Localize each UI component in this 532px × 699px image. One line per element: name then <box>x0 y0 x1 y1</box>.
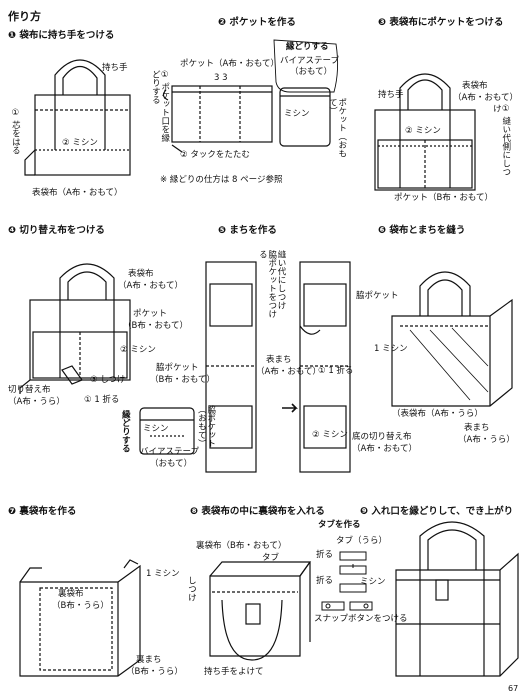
s8-lining-label: 裏袋布（B布・おもて） <box>196 541 287 551</box>
step-1-title: ❶ 袋布に持ち手をつける <box>8 30 115 41</box>
s2-pocket-label: ポケット（A布・おもて） <box>180 59 279 69</box>
step-9-title: ❾ 入れ口を縁どりして、でき上がり <box>360 506 514 517</box>
s2-binding-label: 縁どりする <box>286 42 329 52</box>
s4-bias2-label: （おもて） <box>150 459 193 469</box>
s3-body2-label: （A布・おもて） <box>453 93 518 103</box>
step-8-title: ❽ 表袋布の中に裏袋布を入れる <box>190 506 325 517</box>
s7-body-label: 裏袋布 <box>58 589 84 599</box>
step-6-title: ❻ 袋布とまちを縫う <box>378 225 466 236</box>
s4-pocket-label: ポケット <box>133 309 168 319</box>
s4-body-label: 表袋布 <box>128 269 154 279</box>
s9-tab-label: タブ（うら） <box>336 536 388 546</box>
s9-fold2-label: 折る <box>316 576 334 586</box>
page-number: 67 <box>508 684 519 693</box>
s2-tuck-label: ② タックをたたむ <box>180 150 250 160</box>
s4-machine2-label: ミシン <box>143 424 169 434</box>
s4-fold-label: ① 1 折る <box>84 395 120 405</box>
s4-binding-label: 縁どりする <box>120 410 131 453</box>
s2-pocket-v-label: ポケット（おもて） <box>327 98 347 158</box>
s5-fold-label: ① 1 折る <box>318 366 354 376</box>
s7-gusset-label: 裏まち <box>136 655 162 665</box>
s7-body2-label: （B布・うら） <box>52 601 109 611</box>
s3-handle-label: 持ち手 <box>378 90 404 100</box>
s8-bag-illustration <box>209 561 312 661</box>
s7-lining-illustration <box>19 559 141 677</box>
s9-machine-label: ミシン <box>360 577 386 587</box>
s5-side-pocket-label: 脇ポケット <box>356 291 399 301</box>
s8-tab-label: タブ <box>262 553 280 563</box>
page-title: 作り方 <box>8 10 41 23</box>
s5-gusset2-label: （A布・おもて） <box>256 367 321 377</box>
s4-side-pocket-label: 脇ポケット <box>156 363 199 373</box>
s5-gusset-illustration <box>205 261 351 473</box>
s8-baste-label: しつけ <box>186 576 197 602</box>
step-4-title: ❹ 切り替え布をつける <box>8 225 105 236</box>
s2-bias-label: バイアステープ <box>280 56 339 66</box>
s2-bias2-label: （おもて） <box>290 67 333 77</box>
s5-switch-label: 底の切り替え布 <box>352 432 412 442</box>
s4-bias-label: バイアステープ <box>140 447 199 457</box>
s3-pocket-label: ポケット（B布・おもて） <box>394 193 493 203</box>
s1-bag-illustration <box>24 59 131 176</box>
s3-machine-label: ② ミシン <box>405 126 441 136</box>
s7-machine-label: 1 ミシン <box>146 569 180 579</box>
s2-note-label: ※ 縁どりの仕方は 8 ページ参照 <box>160 175 283 185</box>
s6-gusset-label: 表まち <box>464 423 490 433</box>
s5-machine-label: ② ミシン <box>312 430 348 440</box>
s8-handle-label: 持ち手をよけて <box>204 667 264 677</box>
s6-machine-label: 1 ミシン <box>374 344 408 354</box>
s5-gusset-label: 表まち <box>266 355 292 365</box>
s6-body-label: （表袋布（A布・うら） <box>392 409 483 419</box>
s9-bag-illustration <box>395 521 519 677</box>
s2-pocket-illustration <box>162 39 339 153</box>
s9-tab-make-label: タブを作る <box>318 520 361 530</box>
s4-side-pocket2-label: （B布・おもて） <box>150 375 215 385</box>
s9-fold1-label: 折る <box>316 550 334 560</box>
s3-body-label: 表袋布 <box>462 81 488 91</box>
s4-bag-illustration <box>19 263 195 455</box>
s4-switch-label: 切り替え布 <box>8 385 51 395</box>
s7-gusset2-label: （B布・うら） <box>126 667 183 677</box>
s9-snap-label: スナップボタンをつける <box>314 614 408 624</box>
step-5-title: ❺ まちを作る <box>218 225 277 236</box>
s9-tab-illustration <box>321 551 373 611</box>
s5-switch2-label: （A布・おもて） <box>352 444 417 454</box>
s3-baste-label: ① 縫い代側にしつけ <box>491 104 511 177</box>
s1-body-label: 表袋布（A布・おもて） <box>32 188 123 198</box>
s1-stitch-label: ② ミシン <box>62 138 98 148</box>
s2-fold-label: ① ポケット口を縁どりする <box>150 70 170 143</box>
step-7-title: ❼ 裏袋布を作る <box>8 506 77 517</box>
s5-baste-note-label: 縫い代にしつけ 脇ポケットをつける <box>257 250 287 318</box>
s4-machine-label: ② ミシン <box>120 345 156 355</box>
s1-handle-label: 持ち手 <box>102 63 128 73</box>
s2-dim-label: 3 3 <box>214 73 228 83</box>
s3-bag-illustration <box>374 73 476 191</box>
s4-switch2-label: （A布・うら） <box>8 397 65 407</box>
s4-pocket2-label: （B布・おもて） <box>123 321 188 331</box>
s4-side-pocket-v-label: 脇ポケット（おもて） <box>196 405 216 448</box>
s1-glue-label: ① 芯をはる <box>10 108 21 155</box>
step-2-title: ❷ ポケットを作る <box>218 17 296 28</box>
s4-body2-label: （A布・おもて） <box>118 281 183 291</box>
s6-gusset2-label: （A布・うら） <box>458 435 515 445</box>
s2-machine-label: ミシン <box>284 109 310 119</box>
s6-bag-illustration <box>391 271 513 407</box>
step-3-title: ❸ 表袋布にポケットをつける <box>378 17 504 28</box>
